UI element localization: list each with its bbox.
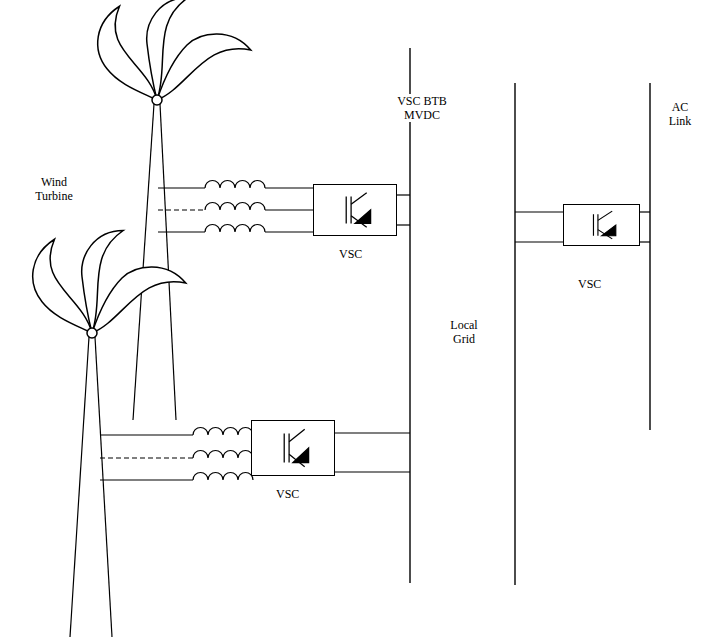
bus-line [410,48,650,585]
wind-turbine [133,104,176,420]
inductor-coil [193,428,253,436]
converter-label: VSC [339,247,421,261]
inductor-coil [193,473,253,481]
converter-label: VSC [578,277,653,291]
turbine-rotor [33,231,186,339]
inductor-coil [205,203,265,211]
diagram-label: Wind Turbine [28,175,80,203]
converter-box: VSC [251,420,335,476]
three-phase-inductor [158,188,313,232]
igbt-symbol [252,421,334,475]
converter-box: VSC [563,204,640,246]
igbt-symbol [564,205,639,245]
diagram-label: AC Link [665,100,695,128]
turbine-rotor [98,0,251,105]
diagram-label: Local Grid [448,318,480,346]
inductor-coil [205,225,265,233]
converter-label: VSC [276,487,358,501]
converter-box: VSC [313,184,397,236]
inductor-coil [205,181,265,189]
wind-turbine [70,337,112,637]
igbt-symbol [314,185,396,235]
dc-link-wire [335,195,650,472]
inductor-coil [193,451,253,459]
diagram-label: VSC BTB MVDC [396,94,448,122]
three-phase-inductor [100,435,253,480]
